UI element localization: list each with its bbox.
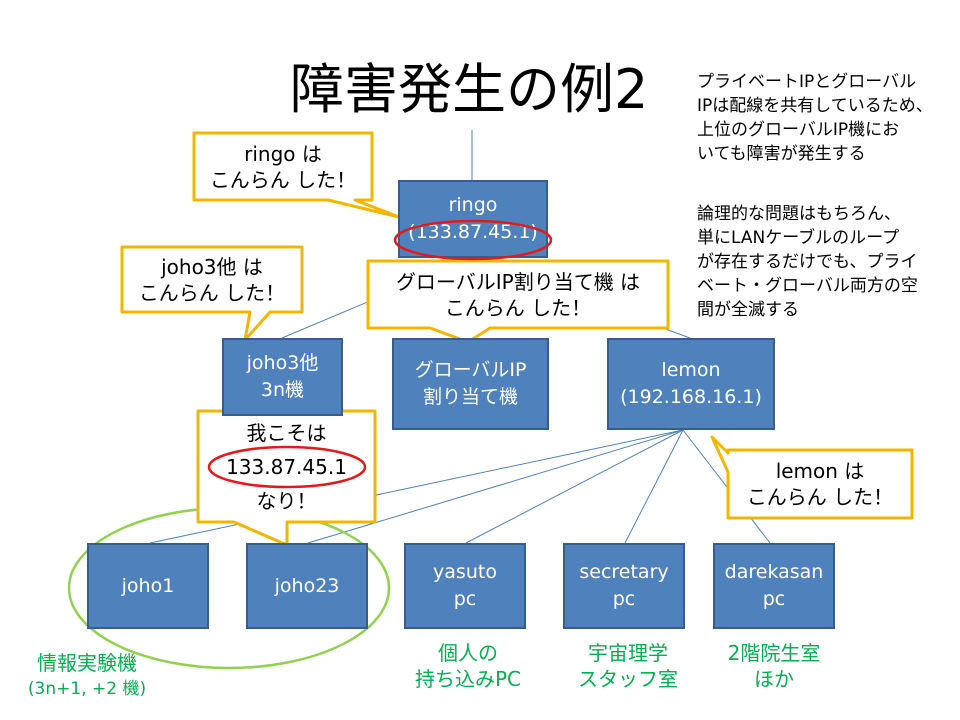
callout-impostor-line1: 我こそは bbox=[246, 421, 327, 445]
node-lemon-ip: (192.168.16.1) bbox=[620, 386, 762, 408]
callout-lemon-line2: こんらん した！ bbox=[746, 485, 894, 509]
callout-ringo-line1: ringo は bbox=[244, 141, 322, 166]
note-line: 単にLANケーブルのループ bbox=[697, 228, 900, 248]
callout-ringo: ringo は こんらん した！ bbox=[194, 133, 372, 200]
node-lemon-name: lemon bbox=[661, 359, 721, 381]
callout-joho3-shape bbox=[120, 245, 304, 342]
label-personal-line1: 個人の bbox=[438, 641, 498, 665]
callout-ringo-shape bbox=[192, 131, 401, 219]
label-space-science-staff: 宇宙理学 スタッフ室 bbox=[558, 640, 698, 692]
callout-global-ip-shape bbox=[366, 259, 670, 344]
callout-joho3-line2: こんらん した！ bbox=[138, 280, 286, 305]
label-space-line1: 宇宙理学 bbox=[588, 641, 668, 665]
label-lab-machines: 情報実験機 (3n+1, +2 機) bbox=[12, 650, 162, 702]
node-joho3: joho3他 3n機 bbox=[222, 338, 343, 416]
note-line: いても障害が発生する bbox=[697, 144, 866, 164]
page-title: 障害発生の例2 bbox=[290, 58, 649, 121]
label-lab-line2: (3n+1, +2 機) bbox=[27, 679, 147, 699]
note-shared-wiring: プライベートIPとグローバル IPは配線を共有しているため、 上位のグローバルI… bbox=[697, 70, 933, 166]
node-joho1-label: joho1 bbox=[121, 574, 175, 597]
label-second-floor: 2階院生室 ほか bbox=[704, 640, 844, 692]
note-line: プライベートIPとグローバル bbox=[697, 72, 917, 92]
line-lemon-secretary bbox=[624, 429, 684, 544]
node-ringo-ip: (133.87.45.1) bbox=[408, 221, 538, 243]
node-joho23-label: joho23 bbox=[274, 574, 340, 597]
node-secretary-pc: secretary pc bbox=[563, 543, 685, 629]
node-global-ip-line1: グローバルIP bbox=[414, 359, 527, 381]
node-secretary-line1: secretary bbox=[579, 561, 669, 583]
label-second-floor-line2: ほか bbox=[754, 667, 794, 691]
label-space-line2: スタッフ室 bbox=[578, 667, 678, 691]
node-yasuto-pc: yasuto pc bbox=[404, 543, 526, 629]
callout-joho3: joho3他 は こんらん した！ bbox=[122, 247, 302, 312]
callout-global-ip: グローバルIP割り当て機 は こんらん した！ bbox=[368, 261, 668, 328]
node-yasuto-line2: pc bbox=[453, 588, 477, 610]
label-second-floor-line1: 2階院生室 bbox=[727, 641, 821, 665]
node-joho1: joho1 bbox=[87, 543, 209, 629]
node-joho3-line2: 3n機 bbox=[260, 379, 305, 401]
node-joho23: joho23 bbox=[246, 543, 368, 629]
note-line: 上位のグローバルIP機にお bbox=[697, 120, 900, 140]
ringo-ip-highlight-ellipse bbox=[393, 219, 553, 261]
note-line: ベート・グローバル両方の空 bbox=[697, 276, 918, 296]
callout-impostor-line3: なり！ bbox=[256, 489, 317, 513]
node-darekasan-line1: darekasan bbox=[724, 561, 824, 583]
note-line: 間が全滅する bbox=[697, 300, 799, 320]
callout-lemon-line1: lemon は bbox=[775, 459, 865, 483]
callout-global-ip-line2: こんらん した！ bbox=[444, 295, 592, 320]
node-lemon: lemon (192.168.16.1) bbox=[607, 338, 775, 430]
node-global-ip-line2: 割り当て機 bbox=[422, 386, 518, 408]
note-line: 論理的な問題はもちろん、 bbox=[697, 204, 901, 224]
node-yasuto-line1: yasuto bbox=[433, 561, 497, 583]
note-line: IPは配線を共有しているため、 bbox=[697, 96, 933, 116]
callout-lemon: lemon は こんらん した！ bbox=[728, 450, 912, 518]
line-lemon-joho23 bbox=[307, 429, 684, 544]
node-darekasan-line2: pc bbox=[762, 588, 786, 610]
callout-impostor: 我こそは 133.87.45.1 なり！ bbox=[198, 416, 375, 518]
node-joho3-line1: joho3他 bbox=[246, 352, 319, 374]
node-ringo-name: ringo bbox=[448, 194, 498, 216]
callout-lemon-shape bbox=[710, 435, 914, 520]
label-lab-line1: 情報実験機 bbox=[37, 651, 137, 675]
node-ringo: ringo (133.87.45.1) bbox=[398, 180, 548, 258]
callout-ringo-line2: こんらん した！ bbox=[209, 167, 357, 192]
callout-impostor-shape bbox=[196, 409, 377, 547]
label-personal-pc: 個人の 持ち込みPC bbox=[398, 640, 538, 692]
node-global-ip-assigner: グローバルIP 割り当て機 bbox=[392, 338, 549, 430]
node-secretary-line2: pc bbox=[612, 588, 636, 610]
node-darekasan-pc: darekasan pc bbox=[713, 543, 835, 629]
note-line: が存在するだけでも、プライ bbox=[697, 252, 918, 272]
callout-global-ip-line1: グローバルIP割り当て機 は bbox=[395, 269, 641, 294]
line-lemon-yasuto bbox=[465, 429, 684, 544]
callout-impostor-ip: 133.87.45.1 bbox=[226, 455, 347, 479]
label-personal-line2: 持ち込みPC bbox=[414, 667, 522, 691]
note-loop-failure: 論理的な問題はもちろん、 単にLANケーブルのループ が存在するだけでも、プライ… bbox=[697, 202, 918, 322]
callout-joho3-line1: joho3他 は bbox=[161, 254, 263, 279]
impostor-ip-highlight-ellipse bbox=[207, 445, 367, 489]
